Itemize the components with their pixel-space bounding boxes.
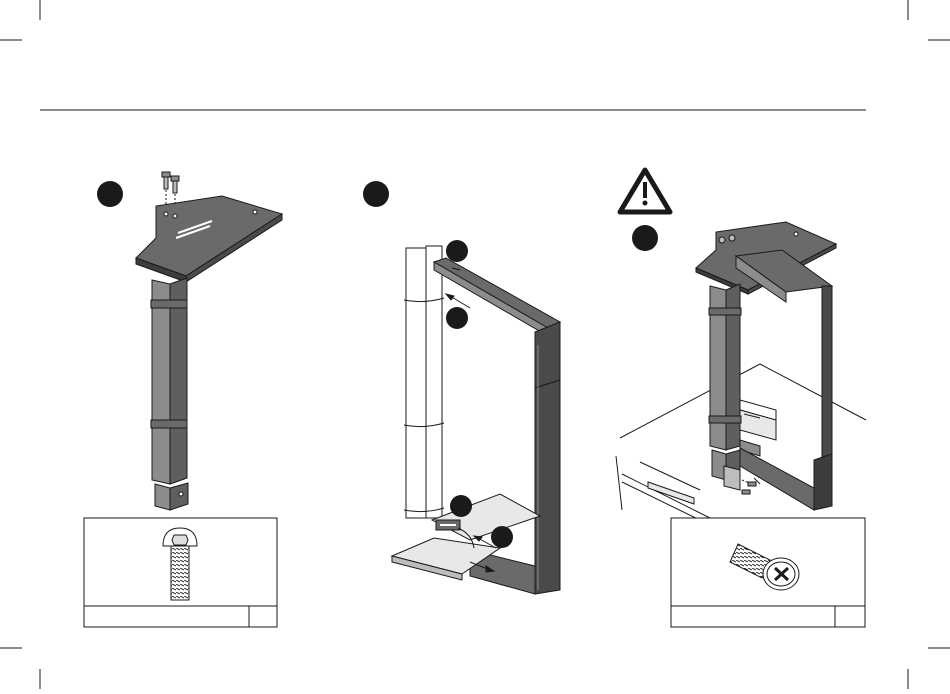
step-3-screws <box>742 480 756 494</box>
callout-d <box>491 526 513 548</box>
callout-c <box>450 495 472 517</box>
leg-column <box>151 278 188 510</box>
callout-b <box>446 307 468 329</box>
column-outline <box>404 246 444 518</box>
step-3-badge <box>632 225 658 251</box>
hardware-box-bolt <box>84 518 277 627</box>
step-2-badge <box>363 181 389 207</box>
step-3-leg-column <box>709 284 741 490</box>
step-1-badge <box>97 181 123 207</box>
warning-icon <box>620 170 670 212</box>
hardware-box-screw <box>671 518 865 627</box>
callout-a <box>446 240 468 262</box>
step-3-panel <box>616 170 866 627</box>
step-2-panel <box>363 181 560 594</box>
top-mounting-plate <box>136 196 282 282</box>
step-1-panel <box>84 172 282 627</box>
